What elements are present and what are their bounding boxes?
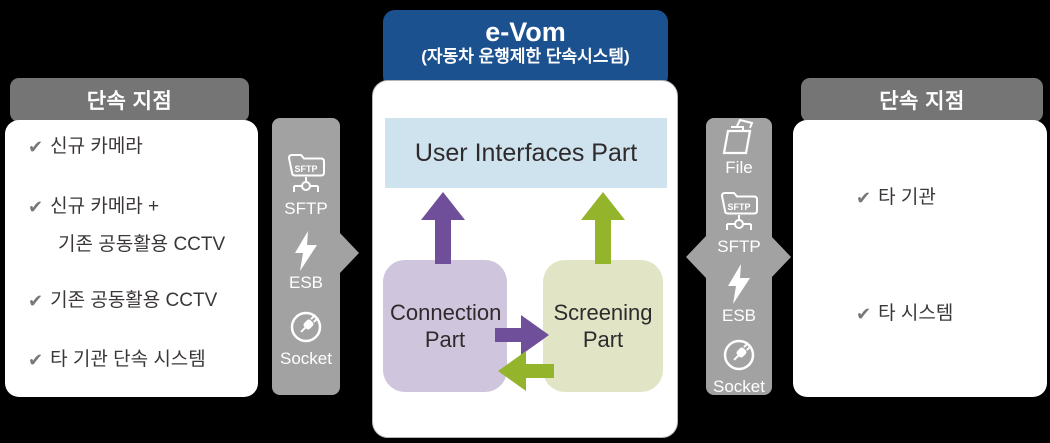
protocol-label: SFTP [717, 237, 761, 256]
list-item-label: 신규 카메라 + [50, 196, 160, 217]
left-connector-bar: SFTP SFTP ESB [272, 118, 340, 395]
check-icon: ✔ [28, 291, 44, 311]
file-icon [722, 118, 754, 155]
protocol-item: ESB [288, 230, 324, 292]
protocol-item: ESB [722, 264, 756, 324]
connector-arrowhead-right [771, 236, 791, 278]
connection-part: Connection Part [383, 260, 507, 392]
protocol-label: Socket [713, 377, 765, 396]
protocol-label: Socket [280, 348, 332, 368]
protocol-item: SFTP SFTP [716, 185, 762, 255]
check-icon: ✔ [856, 304, 872, 324]
right-connector-bar: File SFTP SFTP ESB [706, 118, 772, 395]
list-item: ✔ 타 시스템 [856, 303, 953, 326]
connector-arrowhead-right [339, 232, 359, 274]
list-item: ✔ 신규 카메라 + [28, 196, 159, 219]
esb-icon [295, 230, 317, 271]
list-item: ✔ 타 기관 단속 시스템 [28, 349, 206, 372]
evom-header: e-Vom (자동차 운행제한 단속시스템) [383, 10, 668, 88]
evom-title: e-Vom [485, 17, 566, 47]
connector-arrowhead-left [686, 236, 706, 278]
protocol-item: Socket [280, 305, 332, 367]
sftp-icon: SFTP [287, 153, 325, 192]
left-panel-title: 단속 지점 [86, 90, 173, 113]
user-interfaces-label: User Interfaces Part [414, 138, 638, 167]
list-item-label-line2: 기존 공동활용 CCTV [58, 234, 226, 255]
sftp-icon: SFTP [720, 192, 758, 230]
check-icon: ✔ [856, 188, 872, 208]
sftp-folder-label: SFTP [294, 164, 317, 174]
list-item-label: 기존 공동활용 CCTV [50, 290, 218, 311]
list-item-label: 타 시스템 [878, 303, 954, 324]
protocol-label: File [725, 158, 753, 177]
list-item-label: 타 기관 단속 시스템 [50, 349, 206, 370]
check-icon: ✔ [28, 197, 44, 217]
sftp-folder-label: SFTP [727, 202, 750, 212]
list-item-label: 타 기관 [878, 187, 936, 208]
screening-part-label: Screening Part [553, 299, 653, 353]
check-icon: ✔ [28, 350, 44, 370]
list-item: ✔ 기존 공동활용 CCTV [28, 290, 217, 313]
screening-part: Screening Part [543, 260, 663, 392]
list-item-label: 신규 카메라 [50, 136, 143, 157]
left-panel [5, 120, 258, 397]
user-interfaces-part: User Interfaces Part [385, 118, 667, 188]
check-icon: ✔ [28, 137, 44, 157]
right-panel-header: 단속 지점 [801, 78, 1043, 122]
esb-icon [728, 264, 750, 304]
protocol-item: Socket [713, 333, 765, 395]
protocol-label: SFTP [284, 198, 328, 218]
evom-subtitle: (자동차 운행제한 단속시스템) [421, 47, 630, 67]
socket-icon [290, 311, 322, 342]
list-item: ✔ 타 기관 [856, 187, 936, 210]
right-panel-title: 단속 지점 [879, 90, 965, 113]
protocol-item: SFTP SFTP [283, 147, 329, 217]
connection-part-label: Connection Part [390, 299, 502, 353]
socket-icon [723, 339, 755, 371]
protocol-label: ESB [721, 306, 757, 325]
list-item: ✔ 신규 카메라 [28, 136, 143, 159]
right-panel [793, 120, 1047, 397]
protocol-item: File [717, 118, 761, 176]
left-panel-header: 단속 지점 [10, 78, 249, 122]
protocol-label: ESB [288, 272, 324, 292]
